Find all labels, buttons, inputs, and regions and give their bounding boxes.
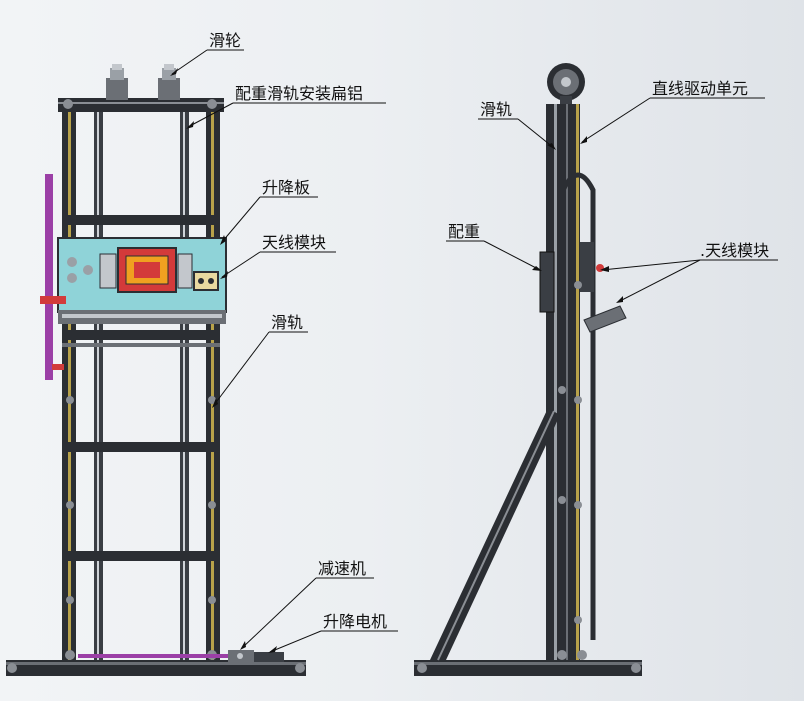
label-counterweight: 配重 bbox=[446, 222, 542, 271]
front-handle bbox=[40, 174, 66, 380]
label-pulley-text: 滑轮 bbox=[209, 31, 241, 50]
label-pulley: 滑轮 bbox=[170, 31, 244, 76]
label-rail-front: 滑轨 bbox=[212, 313, 308, 408]
label-antenna-front: 天线模块 bbox=[220, 233, 336, 279]
front-antenna-small-box bbox=[193, 271, 219, 291]
label-rail-side: 滑轨 bbox=[478, 100, 556, 150]
front-top-beam bbox=[58, 98, 224, 112]
side-antenna-module bbox=[580, 242, 627, 333]
label-lift-motor: 升降电机 bbox=[268, 612, 398, 653]
label-reducer-text: 减速机 bbox=[318, 559, 366, 578]
side-diagonal-brace bbox=[430, 408, 560, 660]
label-lift-motor-text: 升降电机 bbox=[323, 612, 387, 631]
label-counterweight-mount: 配重滑轨安装扁铝 bbox=[186, 84, 386, 129]
label-lift-plate: 升降板 bbox=[220, 178, 318, 245]
label-counterweight-text: 配重 bbox=[448, 222, 480, 241]
front-view bbox=[6, 64, 306, 676]
label-counterweight-mount-text: 配重滑轨安装扁铝 bbox=[235, 84, 363, 103]
label-rail-front-text: 滑轨 bbox=[271, 313, 303, 332]
side-counterweight bbox=[539, 251, 555, 313]
label-rail-side-text: 滑轨 bbox=[480, 100, 512, 119]
label-antenna-side: .天线模块 bbox=[600, 241, 778, 303]
front-lift-plate bbox=[57, 237, 227, 324]
front-drive bbox=[78, 650, 284, 662]
label-linear-drive: 直线驱动单元 bbox=[580, 79, 765, 144]
side-view bbox=[414, 63, 642, 676]
side-pulley-wheel bbox=[547, 63, 585, 108]
label-linear-drive-text: 直线驱动单元 bbox=[652, 79, 748, 98]
label-lift-plate-text: 升降板 bbox=[262, 178, 310, 197]
label-antenna-side-text: .天线模块 bbox=[700, 241, 769, 260]
front-pulleys bbox=[106, 64, 180, 100]
label-antenna-front-text: 天线模块 bbox=[262, 233, 326, 252]
label-reducer: 减速机 bbox=[240, 559, 374, 650]
side-linear-drive bbox=[560, 172, 596, 640]
